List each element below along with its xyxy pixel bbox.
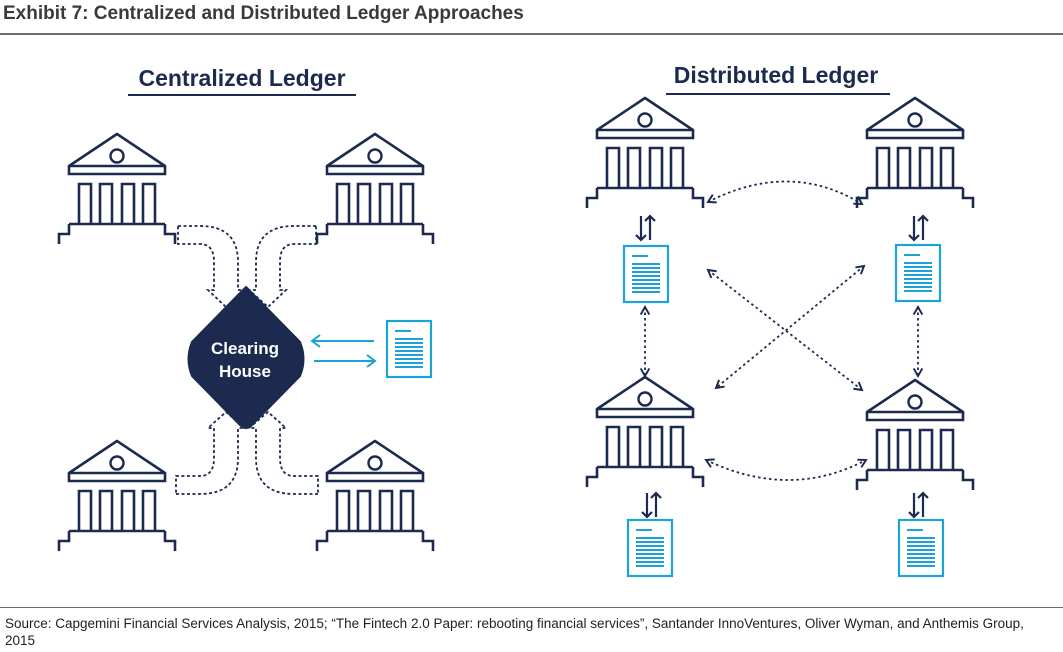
bank-icon xyxy=(855,378,975,492)
exchange-arrows-icon xyxy=(640,491,663,519)
dashed-arrow xyxy=(246,225,317,309)
centralized-section: Centralized Ledger Clearing House xyxy=(57,65,435,553)
document-icon xyxy=(622,244,670,304)
bank-icon xyxy=(855,96,975,210)
source-note: Source: Capgemini Financial Services Ana… xyxy=(5,616,1024,648)
peer-link-diagonal-1 xyxy=(706,268,864,392)
distributed-title: Distributed Ledger xyxy=(674,62,879,88)
bank-icon xyxy=(585,96,705,210)
exchange-arrows-icon xyxy=(907,214,930,242)
peer-link-bottom xyxy=(704,458,868,481)
arrow-to-hub xyxy=(310,334,374,348)
dashed-arrow xyxy=(177,225,248,309)
bank-icon xyxy=(585,375,705,489)
peer-link-diagonal-2 xyxy=(714,264,866,390)
dashed-arrow xyxy=(246,410,319,495)
bank-icon xyxy=(57,132,177,246)
document-icon xyxy=(626,518,674,578)
clearing-house-label-line2: House xyxy=(219,362,271,381)
bank-icon xyxy=(315,132,435,246)
exchange-arrows-icon xyxy=(634,214,657,242)
document-icon xyxy=(894,243,942,303)
exchange-arrows-icon xyxy=(907,491,930,519)
clearing-house-diamond xyxy=(187,286,305,429)
arrow-to-document xyxy=(314,354,377,368)
bank-icon xyxy=(57,439,177,553)
distributed-section: Distributed Ledger xyxy=(585,62,975,578)
document-icon xyxy=(385,319,433,379)
exhibit-title: Exhibit 7: Centralized and Distributed L… xyxy=(3,3,524,24)
bank-icon xyxy=(315,439,435,553)
centralized-title: Centralized Ledger xyxy=(138,65,345,91)
peer-link-top xyxy=(706,180,864,206)
top-divider xyxy=(0,33,1063,35)
clearing-house-label-line1: Clearing xyxy=(211,339,279,358)
document-icon xyxy=(897,518,945,578)
dashed-arrow xyxy=(175,410,248,495)
bottom-divider xyxy=(0,607,1063,608)
